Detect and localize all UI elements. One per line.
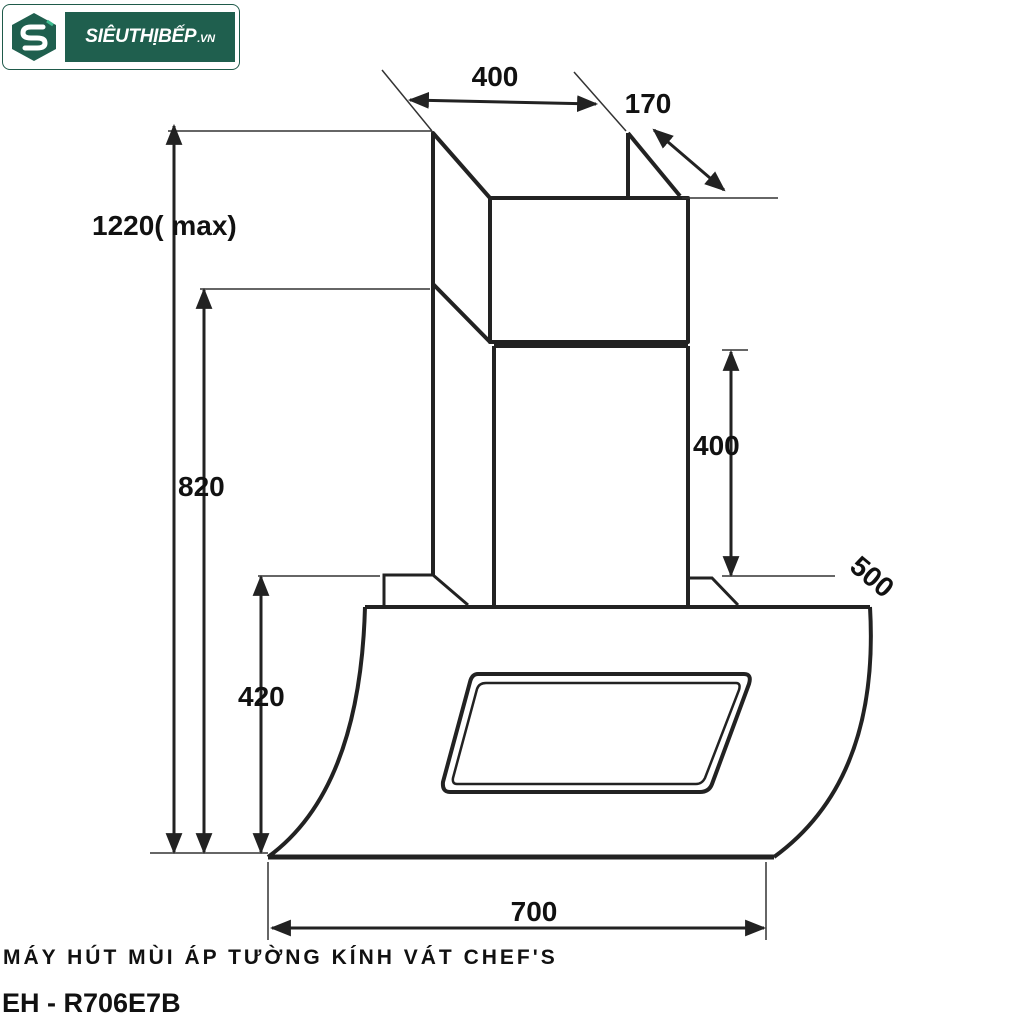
dim-top-width: 400: [472, 61, 519, 92]
logo-banner: SIÊUTHỊBẾP.VN: [65, 12, 235, 62]
product-name: MÁY HÚT MÙI ÁP TƯỜNG KÍNH VÁT CHEF'S: [3, 946, 558, 969]
logo-wordmark: SIÊUTHỊBẾP.VN: [65, 12, 235, 62]
dim-max-height: 1220( max): [92, 210, 237, 241]
dim-top-depth: 170: [625, 88, 672, 119]
logo-brand-text: SIÊUTHỊBẾP: [85, 26, 197, 47]
chimney-upper: [431, 131, 690, 344]
dim-hood-width: 700: [511, 896, 558, 927]
hood-body: [266, 605, 873, 860]
siêu-thị-bếp-logo-icon: [12, 13, 56, 61]
dim-chimney-segment: 400: [693, 430, 740, 461]
dim-min-height: 820: [178, 471, 225, 502]
dimension-arrows: [165, 92, 767, 937]
brand-logo: SIÊUTHỊBẾP.VN: [2, 4, 240, 70]
product-model: EH - R706E7B: [2, 988, 181, 1018]
dim-hood-height: 420: [238, 681, 285, 712]
hood-glass-window: [440, 672, 752, 794]
dim-hood-depth: 500: [844, 550, 900, 604]
mounting-bracket: [382, 573, 740, 607]
chimney-lower: [431, 284, 690, 605]
logo-domain-suffix: .VN: [197, 33, 215, 45]
